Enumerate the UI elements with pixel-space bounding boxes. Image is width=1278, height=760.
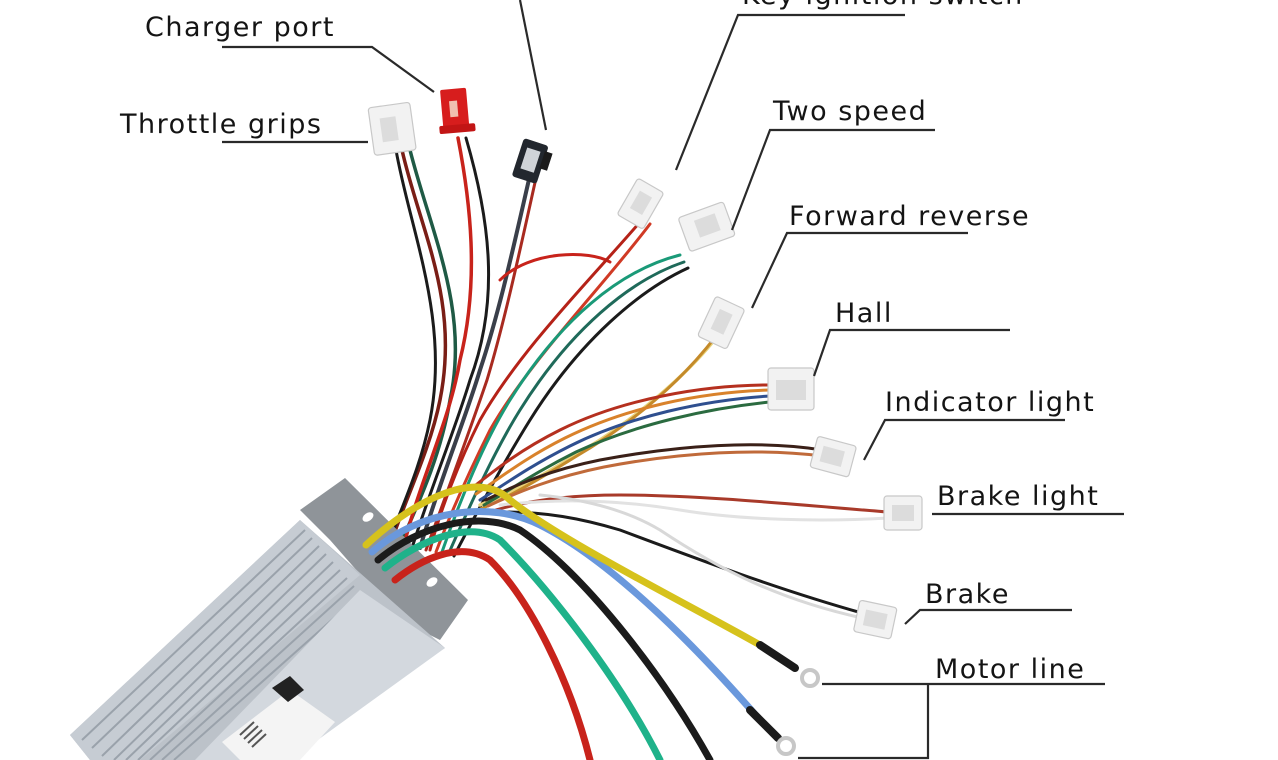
leader-key-ignition-switch	[674, 13, 905, 171]
wire-hall-blue	[478, 394, 772, 502]
bracket-hole-top	[362, 512, 374, 522]
brake-light-connector	[883, 495, 923, 531]
key-ignition-connector	[512, 138, 553, 184]
wire-loop-red	[498, 253, 612, 282]
heatsink-fins	[81, 529, 362, 760]
sticker-barcode	[239, 721, 267, 748]
sleeve-yellow	[756, 641, 799, 672]
indicator-light-connector	[809, 436, 857, 478]
wire-indicator-orange	[486, 450, 824, 508]
wire-fwdrev-green	[440, 253, 682, 554]
sleeve-blue	[746, 706, 782, 742]
wire-brake-white	[538, 493, 864, 620]
label-two-speed: Two speed	[772, 96, 927, 127]
wire-indicator-black	[484, 443, 824, 502]
wire-power-red	[391, 548, 594, 760]
wire-charger-red	[402, 136, 474, 547]
label-charger-port: Charger port	[145, 12, 335, 43]
two-speed-connector	[678, 201, 736, 252]
wire-throttle-black	[386, 148, 437, 547]
forward-reverse-connector	[697, 296, 745, 350]
label-brake: Brake	[925, 579, 1010, 610]
labels: Key ignition switch Charger port Throttl…	[119, 0, 1099, 685]
ring-terminal-blue	[776, 736, 796, 756]
throttle-grips-connector	[367, 101, 417, 156]
leader-brake	[904, 608, 1072, 625]
brake-connector	[853, 599, 898, 640]
label-indicator-light: Indicator light	[885, 387, 1095, 418]
ring-terminal-yellow	[800, 668, 820, 688]
wire-motor-yellow	[362, 483, 764, 649]
leader-motor-line-lower	[798, 684, 930, 760]
hall-connector	[767, 367, 815, 411]
wire-motor-green	[381, 528, 664, 760]
label-key-ignition-switch: Key ignition switch	[742, 0, 1024, 11]
wire-power-black	[374, 517, 714, 760]
label-motor-line: Motor line	[935, 654, 1085, 685]
charger-port-connector	[439, 87, 476, 135]
label-throttle-grips: Throttle grips	[119, 109, 322, 140]
leader-lines	[222, 0, 1124, 760]
wire-fwdrev-teal	[446, 260, 686, 557]
label-brake-light: Brake light	[937, 481, 1099, 512]
wire-twospeed-red	[428, 220, 642, 552]
leader-two-speed	[730, 128, 935, 231]
wire-hall-red	[470, 383, 772, 490]
controller-sticker	[222, 676, 335, 760]
leader-key-ignition-top	[518, 0, 548, 131]
label-hall: Hall	[835, 298, 893, 329]
wire-twospeed-red2	[434, 222, 652, 554]
leader-indicator-light	[863, 418, 1065, 461]
wire-throttle-red	[390, 148, 448, 542]
connectors	[367, 87, 923, 640]
leader-hall	[812, 328, 1010, 377]
signal-wires	[386, 136, 890, 620]
wire-fwdrev-black	[452, 266, 690, 558]
sticker-logo	[272, 676, 304, 702]
controller-box	[70, 478, 468, 760]
wire-brake-black	[503, 510, 864, 615]
wire-key-dark	[418, 173, 532, 550]
key-ignition-plug	[617, 178, 664, 229]
wire-hall-orange	[476, 334, 718, 512]
leader-charger-port	[222, 45, 435, 93]
leader-forward-reverse	[751, 231, 968, 309]
power-wires	[362, 483, 820, 760]
bracket-hole-bottom	[426, 577, 438, 587]
wire-brakelight-white	[498, 499, 890, 522]
label-forward-reverse: Forward reverse	[789, 201, 1030, 232]
wire-hall-orange2	[474, 388, 772, 496]
wire-charger-black	[410, 136, 491, 550]
